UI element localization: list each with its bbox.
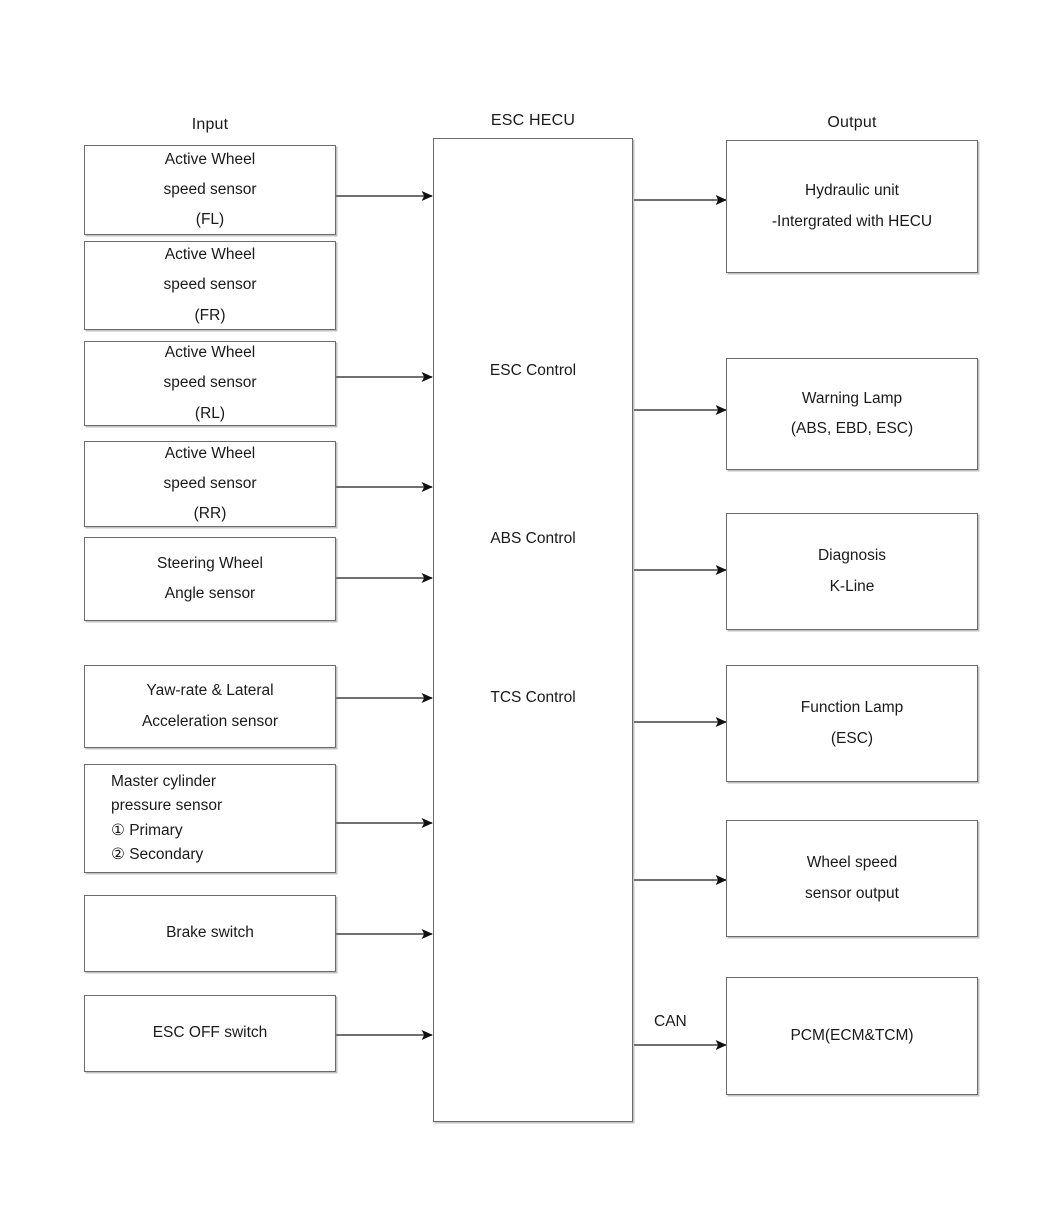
node-line: PCM(ECM&TCM): [790, 1026, 914, 1044]
input-node-steering-angle[interactable]: Steering Wheel Angle sensor: [84, 537, 336, 621]
input-node-wss-fl[interactable]: Active Wheel speed sensor (FL): [84, 145, 336, 235]
node-line: ② Secondary: [111, 845, 204, 863]
hecu-function-abs-control: ABS Control: [490, 530, 576, 547]
node-line: Active Wheel: [164, 344, 256, 362]
node-line: (RR): [193, 505, 227, 523]
node-line: Master cylinder: [111, 773, 217, 791]
node-line: speed sensor: [163, 276, 257, 294]
hecu-function-tcs-control: TCS Control: [490, 689, 576, 706]
center-column-title: ESC HECU: [490, 112, 576, 129]
node-line: Diagnosis: [817, 547, 887, 565]
node-line: K-Line: [829, 577, 875, 595]
output-node-wheel-speed-output[interactable]: Wheel speed sensor output: [726, 820, 978, 937]
node-line: -Intergrated with HECU: [771, 212, 933, 230]
output-column-title: Output: [827, 114, 877, 131]
node-line: Brake switch: [166, 924, 254, 942]
input-node-wss-rl[interactable]: Active Wheel speed sensor (RL): [84, 341, 336, 426]
node-line: speed sensor: [163, 374, 257, 392]
node-line: Active Wheel: [164, 150, 256, 168]
output-node-diagnosis[interactable]: Diagnosis K-Line: [726, 513, 978, 630]
input-node-yaw-lateral[interactable]: Yaw-rate & Lateral Acceleration sensor: [84, 665, 336, 748]
node-line: Angle sensor: [164, 585, 256, 602]
input-column-title: Input: [191, 116, 229, 133]
edge-label-can: CAN: [654, 1013, 687, 1030]
node-line: Active Wheel: [164, 444, 256, 462]
input-node-master-cylinder[interactable]: Master cylinder pressure sensor ① Primar…: [84, 764, 336, 873]
node-line: (FL): [195, 211, 225, 229]
node-line: speed sensor: [163, 180, 257, 198]
node-line: sensor output: [805, 884, 899, 902]
node-line: Acceleration sensor: [141, 712, 279, 730]
node-line: pressure sensor: [111, 797, 223, 815]
node-line: Steering Wheel: [157, 554, 263, 572]
node-line: speed sensor: [163, 474, 257, 492]
node-line: Function Lamp: [800, 699, 904, 717]
output-node-hydraulic-unit[interactable]: Hydraulic unit -Intergrated with HECU: [726, 140, 978, 273]
node-line: Yaw-rate & Lateral: [146, 682, 274, 700]
node-line: (ABS, EBD, ESC): [790, 420, 914, 437]
node-line: ESC OFF switch: [152, 1024, 268, 1042]
output-node-warning-lamp[interactable]: Warning Lamp (ABS, EBD, ESC): [726, 358, 978, 470]
output-node-function-lamp[interactable]: Function Lamp (ESC): [726, 665, 978, 782]
node-line: Hydraulic unit: [805, 182, 899, 200]
input-node-wss-rr[interactable]: Active Wheel speed sensor (RR): [84, 441, 336, 527]
input-node-brake-switch[interactable]: Brake switch: [84, 895, 336, 972]
node-line: (FR): [194, 306, 226, 324]
node-line: Wheel speed: [806, 854, 898, 872]
input-node-wss-fr[interactable]: Active Wheel speed sensor (FR): [84, 241, 336, 330]
hecu-block[interactable]: [433, 138, 633, 1122]
input-node-esc-off-switch[interactable]: ESC OFF switch: [84, 995, 336, 1072]
node-line: Warning Lamp: [801, 389, 903, 407]
node-line: (ESC): [830, 729, 874, 747]
hecu-function-esc-control: ESC Control: [489, 362, 577, 379]
output-node-pcm[interactable]: PCM(ECM&TCM): [726, 977, 978, 1095]
node-line: ① Primary: [111, 821, 183, 839]
node-line: Active Wheel: [164, 246, 256, 264]
node-line: (RL): [194, 404, 226, 422]
